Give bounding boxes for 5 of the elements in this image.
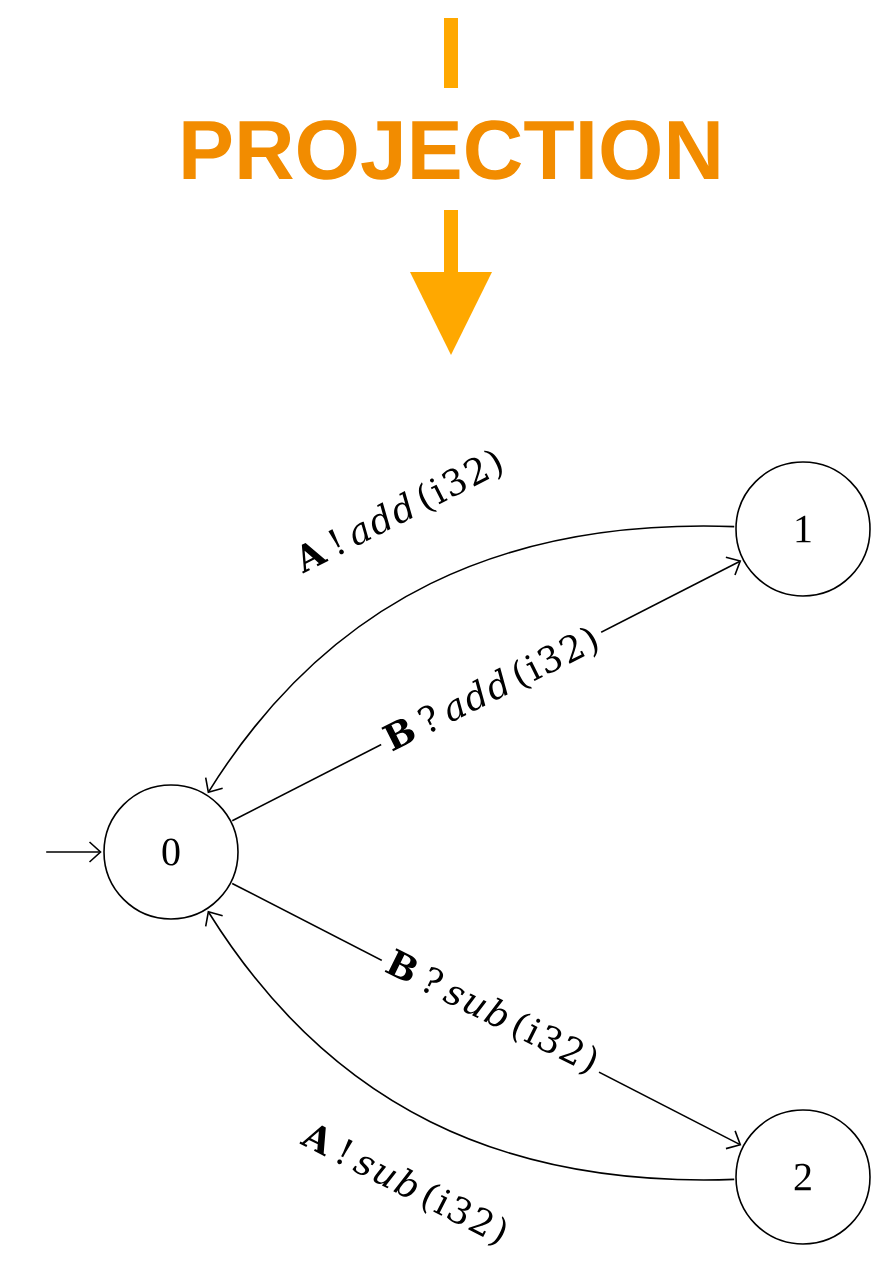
edge-label: B?add(i32) <box>371 614 613 766</box>
arrow <box>204 910 736 1181</box>
projection-label: PROJECTION <box>183 120 719 180</box>
arrow <box>45 841 102 863</box>
arrow <box>204 525 736 794</box>
